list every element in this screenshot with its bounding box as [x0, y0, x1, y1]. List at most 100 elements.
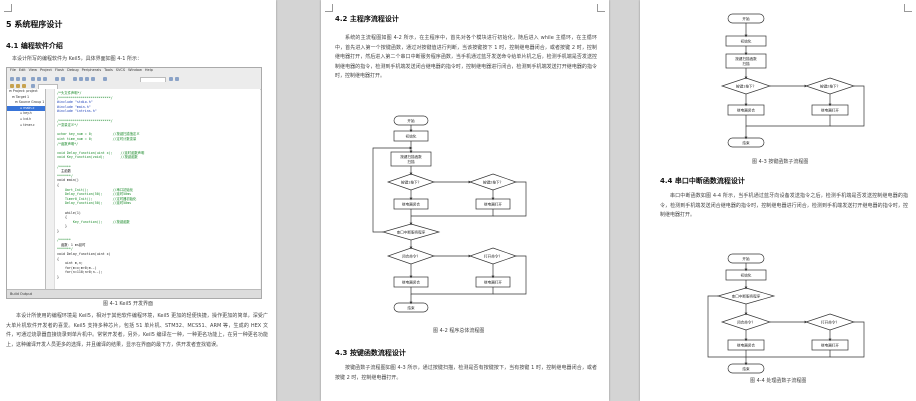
- menu-item-svcs[interactable]: SVCS: [115, 68, 126, 72]
- margin-mark: [325, 4, 333, 12]
- code-line: void Delay_function(uint x); //延时函数声明: [57, 150, 145, 155]
- menu-item-project[interactable]: Project: [39, 68, 52, 72]
- tree-item[interactable]: ▫ timer.c: [20, 122, 35, 127]
- tree-item[interactable]: ⊟ Project: project: [9, 89, 38, 93]
- key-scan-label: 按键扫描函数: [400, 154, 422, 159]
- margin-mark: [4, 4, 12, 12]
- bookmark-icon: [79, 76, 83, 81]
- cmd-close-decision: 闭合命令？: [737, 320, 755, 325]
- page-3: 开始 初始化 按键扫描函数 扫描 按键1按下？ 按键2按下？ 继电器闭合 继电器…: [640, 0, 916, 401]
- code-line: void Key_function(void); //按键函数: [57, 155, 138, 160]
- section-title: 4.3 按键函数流程设计: [335, 349, 406, 357]
- key1-decision: 按键1按下？: [736, 84, 756, 89]
- menu-item-debug[interactable]: Debug: [67, 68, 79, 72]
- key-scan-label-2: 扫描: [407, 159, 415, 164]
- find-icon: [73, 76, 77, 81]
- code-line: void main(): [57, 178, 79, 183]
- code-line: }: [57, 224, 67, 229]
- tree-item[interactable]: ▫ key.h: [20, 111, 32, 116]
- code-line: /*函数声明*/: [57, 141, 79, 146]
- page-2: 4.2 主程序流程设计 系统的主流程图如图 4-2 所示，在主程序中，首先对各个…: [321, 0, 609, 401]
- figure-caption: 图 4-1 Keil5 开发界面: [103, 301, 154, 307]
- code-line: 主函数: [57, 169, 71, 174]
- download-icon: [31, 83, 35, 88]
- margin-mark: [597, 4, 605, 12]
- tree-item[interactable]: ▫ lcd.h: [20, 116, 32, 121]
- end-label: 结束: [742, 366, 750, 371]
- menu-item-edit[interactable]: Edit: [18, 68, 26, 72]
- key-scan-label-2: 扫描: [742, 61, 750, 66]
- init-label: 初始化: [741, 273, 752, 278]
- menu-item-tools[interactable]: Tools: [104, 68, 113, 72]
- code-line: #include "main.h": [57, 104, 91, 109]
- menu-item-window[interactable]: Window: [128, 68, 142, 72]
- uart-decision: 串口中断服务程序: [397, 230, 426, 235]
- code-line: while(1): [57, 210, 81, 215]
- code-line: #include "intrins.h": [57, 109, 97, 114]
- code-line: {: [57, 256, 59, 261]
- relay-open-label-2: 继电器打开: [484, 280, 502, 285]
- code-line: uint m,n;: [57, 261, 83, 266]
- key1-decision: 按键1按下？: [401, 180, 421, 185]
- tree-item[interactable]: ▫ main.c: [7, 105, 45, 112]
- menu-item-flash[interactable]: Flash: [54, 68, 65, 72]
- section-title: 4.2 主程序流程设计: [335, 15, 399, 23]
- code-editor: /*头文件声明*//**************************/#in…: [46, 89, 260, 289]
- cut-icon: [31, 76, 35, 81]
- start-label: 开始: [742, 256, 750, 261]
- relay-open-label: 继电器打开: [484, 202, 502, 207]
- body-paragraph: 系统的主流程图如图 4-2 所示，在主程序中，首先对各个模块进行初始化，随后进入…: [335, 35, 597, 79]
- menu-item-file[interactable]: File: [10, 68, 16, 72]
- relay-close-label: 继电器闭合: [737, 108, 755, 113]
- tree-item[interactable]: ⊟ Target 1: [12, 94, 30, 99]
- tree-item[interactable]: ⊟ Source Group 1: [15, 100, 45, 105]
- code-line: uint time_num = 0; //定时计数变量: [57, 137, 137, 141]
- target-icon: [169, 76, 173, 81]
- code-line: 函数：1 ms延时: [57, 242, 86, 247]
- indent-icon: [85, 76, 89, 81]
- save-icon: [22, 76, 26, 81]
- code-line: *******/: [57, 247, 73, 252]
- menu-item-help[interactable]: Help: [144, 68, 153, 72]
- compile-icon: [10, 83, 14, 88]
- init-label: 初始化: [741, 39, 752, 44]
- paste-icon: [43, 76, 47, 81]
- new-icon: [10, 76, 14, 81]
- start-label: 开始: [742, 16, 750, 21]
- chapter-title: 5 系统程序设计: [6, 20, 63, 29]
- code-line: Delay_function(50); //延时50ms: [57, 201, 132, 206]
- relay-close-label-2: 继电器闭合: [402, 280, 420, 285]
- code-line: }: [57, 275, 59, 279]
- code-line: for(n=110;n>0;n--);: [57, 270, 103, 275]
- build-output-bar: Build Output: [7, 289, 261, 298]
- redo-icon: [61, 76, 65, 81]
- options-icon: [175, 76, 179, 81]
- init-label: 初始化: [406, 134, 417, 139]
- figure-caption: 图 4-4 处理函数子流程图: [750, 378, 807, 384]
- project-tree: ⊟ Project: project⊟ Target 1⊟ Source Gro…: [7, 89, 46, 289]
- code-line: /******: [57, 238, 71, 243]
- section-title: 4.1 编程软件介绍: [6, 42, 63, 50]
- relay-close-label: 继电器闭合: [402, 202, 420, 207]
- uart-flowchart: 开始 初始化 串口中断服务程序 闭合命令？ 打开命令？ 继电器闭合 继电器打开 …: [707, 253, 865, 374]
- key-flowchart: 开始 初始化 按键扫描函数 扫描 按键1按下？ 按键2按下？ 继电器闭合 继电器…: [720, 13, 865, 148]
- key2-decision: 按键2按下？: [483, 180, 503, 185]
- menu-item-view[interactable]: View: [28, 68, 37, 72]
- key-scan-label: 按键扫描函数: [735, 56, 757, 61]
- code-line: /**************************/: [57, 95, 113, 100]
- code-line: {: [57, 215, 67, 220]
- cmd-open-decision: 打开命令？: [821, 320, 839, 325]
- code-line: #include "stdio.h": [57, 100, 93, 105]
- code-line: void Delay_function(uint x): [57, 252, 111, 256]
- intro-text: 本设计所写的编程软件为 Keil5，具体界面如图 4-1 所示：: [12, 56, 143, 62]
- code-line: Key_function(); //按键函数: [57, 219, 130, 224]
- code-line: /******: [57, 164, 71, 169]
- code-line: /*变量定义*/: [57, 123, 79, 128]
- margin-mark: [904, 4, 912, 12]
- uart-decision: 串口中断服务程序: [732, 294, 761, 299]
- menu-item-peripherals[interactable]: Peripherals: [81, 68, 102, 72]
- code-line: uchar key_num = 0; //按键扫描值定义: [57, 132, 140, 137]
- build-icon: [16, 83, 20, 88]
- body-paragraph: 本设计所使用的编程环境是 Keil5，相对于其他软件编程环境，Keil5 更加的…: [6, 313, 268, 348]
